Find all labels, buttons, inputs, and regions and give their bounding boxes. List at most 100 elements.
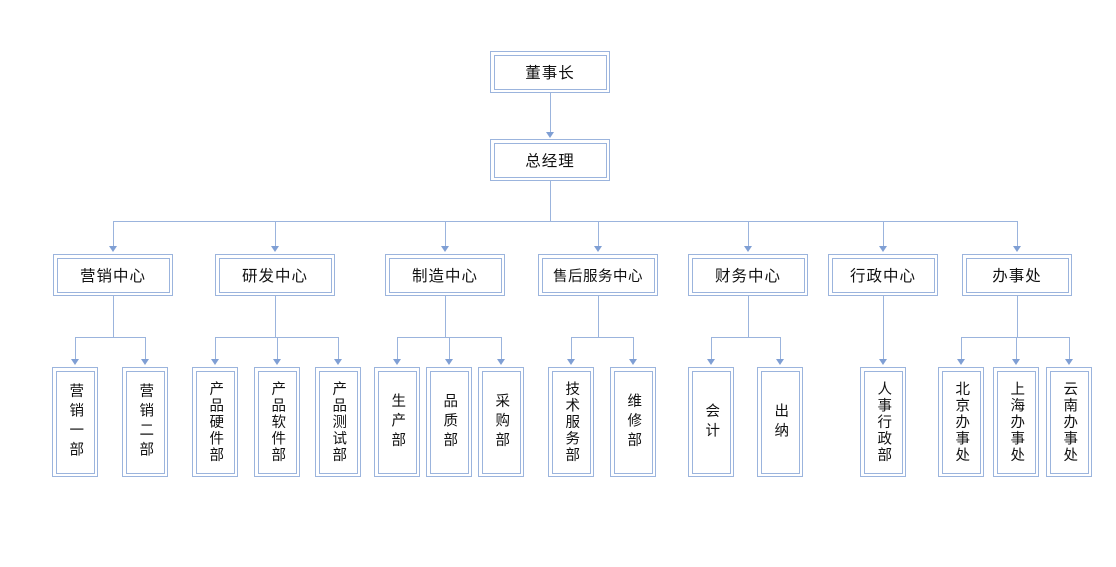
- node-manufacturing-center-label: 制造中心: [388, 257, 502, 293]
- node-marketing-dept-1[interactable]: 营销一部: [52, 367, 98, 477]
- node-tech-service-dept-label: 技术服务部: [551, 370, 591, 474]
- node-purchasing-dept[interactable]: 采购部: [478, 367, 524, 477]
- arrowhead-product-hardware: [210, 359, 219, 365]
- node-quality-dept[interactable]: 品质部: [426, 367, 472, 477]
- node-product-software-dept[interactable]: 产品软件部: [254, 367, 300, 477]
- node-quality-dept-label: 品质部: [429, 370, 469, 474]
- arrowhead-quality: [444, 359, 453, 365]
- node-branch-office-label: 办事处: [965, 257, 1069, 293]
- connector-drop-branch: [1017, 221, 1018, 247]
- connector-rd-bus: [215, 337, 338, 338]
- node-aftersales-center-label: 售后服务中心: [541, 257, 655, 293]
- node-marketing-center-label: 营销中心: [56, 257, 170, 293]
- node-production-dept-label: 生产部: [377, 370, 417, 474]
- connector-drop-aftersales: [598, 221, 599, 247]
- arrowhead-production: [392, 359, 401, 365]
- connector-drop-finance: [748, 221, 749, 247]
- connector-admin-stem: [883, 296, 884, 360]
- node-product-test-dept[interactable]: 产品测试部: [315, 367, 361, 477]
- node-purchasing-dept-label: 采购部: [481, 370, 521, 474]
- node-admin-center-label: 行政中心: [831, 257, 935, 293]
- node-shanghai-office-label: 上海办事处: [996, 370, 1036, 474]
- connector-drop-marketing: [113, 221, 114, 247]
- arrowhead-product-software: [272, 359, 281, 365]
- node-product-test-dept-label: 产品测试部: [318, 370, 358, 474]
- node-rd-center-label: 研发中心: [218, 257, 332, 293]
- connector-aftersales-stem: [598, 296, 599, 337]
- node-general-manager-label: 总经理: [493, 142, 607, 178]
- node-beijing-office[interactable]: 北京办事处: [938, 367, 984, 477]
- arrowhead-accounting: [706, 359, 715, 365]
- node-finance-center[interactable]: 财务中心: [688, 254, 808, 296]
- connector-branch-bus: [961, 337, 1069, 338]
- connector-drop-repair: [633, 337, 634, 360]
- node-accounting-label: 会计: [691, 370, 731, 474]
- connector-drop-cashier: [780, 337, 781, 360]
- node-repair-dept-label: 维修部: [613, 370, 653, 474]
- node-product-hardware-dept-label: 产品硬件部: [195, 370, 235, 474]
- connector-drop-tech-service: [571, 337, 572, 360]
- connector-drop-admin: [883, 221, 884, 247]
- node-accounting[interactable]: 会计: [688, 367, 734, 477]
- connector-drop-product-hardware: [215, 337, 216, 360]
- connector-aftersales-bus: [571, 337, 633, 338]
- node-finance-center-label: 财务中心: [691, 257, 805, 293]
- node-hr-admin-dept[interactable]: 人事行政部: [860, 367, 906, 477]
- node-product-software-dept-label: 产品软件部: [257, 370, 297, 474]
- node-marketing-center[interactable]: 营销中心: [53, 254, 173, 296]
- arrowhead-product-test: [333, 359, 342, 365]
- node-admin-center[interactable]: 行政中心: [828, 254, 938, 296]
- node-production-dept[interactable]: 生产部: [374, 367, 420, 477]
- node-product-hardware-dept[interactable]: 产品硬件部: [192, 367, 238, 477]
- connector-drop-product-test: [338, 337, 339, 360]
- arrowhead-shanghai-office: [1011, 359, 1020, 365]
- connector-drop-product-software: [277, 337, 278, 360]
- connector-level3-bus: [113, 221, 1017, 222]
- connector-drop-yunnan-office: [1069, 337, 1070, 360]
- node-manufacturing-center[interactable]: 制造中心: [385, 254, 505, 296]
- connector-gm-stem: [550, 181, 551, 221]
- node-chairman[interactable]: 董事长: [490, 51, 610, 93]
- connector-drop-accounting: [711, 337, 712, 360]
- arrowhead-manufacturing: [440, 246, 449, 252]
- connector-drop-beijing-office: [961, 337, 962, 360]
- arrowhead-yunnan-office: [1064, 359, 1073, 365]
- node-repair-dept[interactable]: 维修部: [610, 367, 656, 477]
- node-marketing-dept-1-label: 营销一部: [55, 370, 95, 474]
- node-marketing-dept-2-label: 营销二部: [125, 370, 165, 474]
- node-cashier[interactable]: 出纳: [757, 367, 803, 477]
- arrowhead-hr-admin: [878, 359, 887, 365]
- arrowhead-marketing-2: [140, 359, 149, 365]
- arrowhead-finance: [743, 246, 752, 252]
- arrowhead-marketing-1: [70, 359, 79, 365]
- node-cashier-label: 出纳: [760, 370, 800, 474]
- connector-rd-stem: [275, 296, 276, 337]
- arrowhead-repair: [628, 359, 637, 365]
- node-rd-center[interactable]: 研发中心: [215, 254, 335, 296]
- connector-finance-bus: [711, 337, 780, 338]
- node-beijing-office-label: 北京办事处: [941, 370, 981, 474]
- connector-finance-stem: [748, 296, 749, 337]
- arrowhead-gm: [545, 132, 554, 138]
- node-chairman-label: 董事长: [493, 54, 607, 90]
- connector-drop-production: [397, 337, 398, 360]
- node-marketing-dept-2[interactable]: 营销二部: [122, 367, 168, 477]
- connector-drop-shanghai-office: [1016, 337, 1017, 360]
- arrowhead-rd: [270, 246, 279, 252]
- node-general-manager[interactable]: 总经理: [490, 139, 610, 181]
- node-yunnan-office[interactable]: 云南办事处: [1046, 367, 1092, 477]
- arrowhead-purchasing: [496, 359, 505, 365]
- node-aftersales-center[interactable]: 售后服务中心: [538, 254, 658, 296]
- node-branch-office[interactable]: 办事处: [962, 254, 1072, 296]
- arrowhead-cashier: [775, 359, 784, 365]
- connector-drop-manufacturing: [445, 221, 446, 247]
- connector-drop-rd: [275, 221, 276, 247]
- node-hr-admin-dept-label: 人事行政部: [863, 370, 903, 474]
- arrowhead-aftersales: [593, 246, 602, 252]
- node-tech-service-dept[interactable]: 技术服务部: [548, 367, 594, 477]
- connector-branch-stem: [1017, 296, 1018, 337]
- connector-marketing-bus: [75, 337, 145, 338]
- connector-marketing-stem: [113, 296, 114, 337]
- node-shanghai-office[interactable]: 上海办事处: [993, 367, 1039, 477]
